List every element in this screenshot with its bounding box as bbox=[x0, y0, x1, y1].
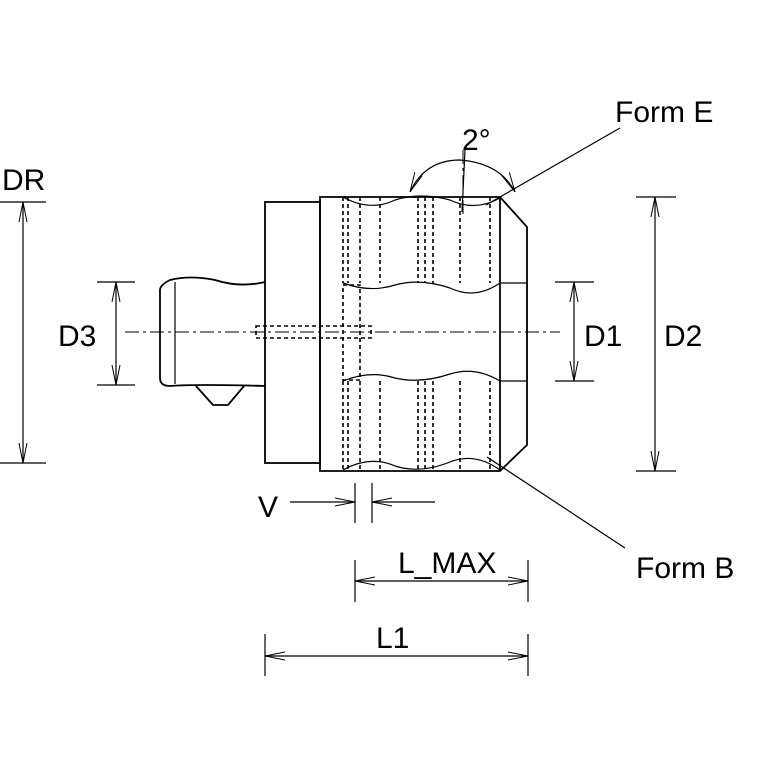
main-body bbox=[319, 196, 528, 472]
d3-label: D3 bbox=[58, 320, 96, 353]
screw bbox=[255, 325, 372, 339]
lower-bore-wave bbox=[342, 370, 527, 382]
dr-label: DR bbox=[2, 164, 45, 197]
l-max-dimension bbox=[354, 560, 529, 602]
form-b-label: Form B bbox=[636, 552, 734, 585]
l-max-label: L_MAX bbox=[398, 547, 496, 580]
shank bbox=[159, 276, 266, 406]
form-e-leader bbox=[485, 127, 621, 206]
d2-label: D2 bbox=[664, 320, 702, 353]
d1-dimension bbox=[555, 281, 594, 382]
d2-dimension bbox=[636, 196, 676, 472]
d3-dimension bbox=[97, 281, 135, 386]
l1-dimension bbox=[264, 634, 529, 676]
d1-label: D1 bbox=[584, 320, 622, 353]
angle-label: 2° bbox=[462, 124, 491, 157]
bottom-wave bbox=[342, 457, 501, 471]
angle-indicator bbox=[409, 149, 516, 215]
l1-label: L1 bbox=[376, 622, 409, 655]
hidden-lines bbox=[342, 197, 491, 471]
dr-dimension bbox=[0, 201, 46, 464]
form-b-leader bbox=[486, 456, 626, 549]
form-e-label: Form E bbox=[615, 96, 713, 129]
v-dimension bbox=[290, 483, 435, 523]
v-label: V bbox=[258, 491, 278, 524]
top-wave bbox=[342, 195, 501, 207]
